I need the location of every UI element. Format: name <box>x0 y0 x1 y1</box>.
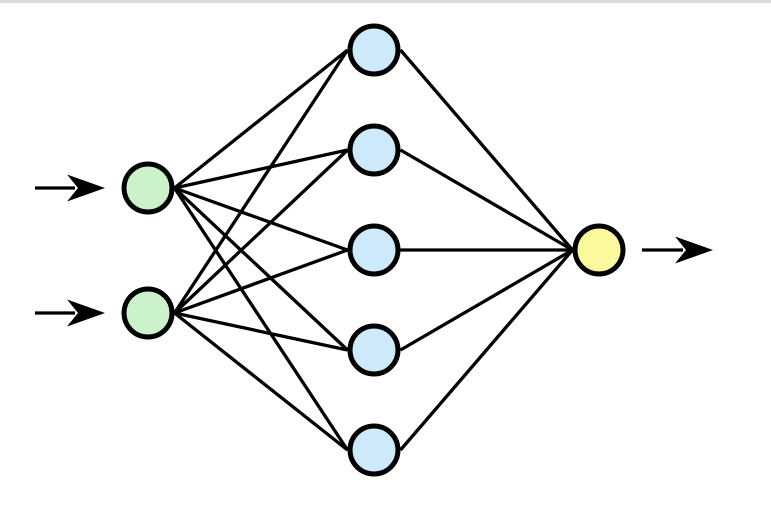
input-arrow-1-head-icon <box>67 174 105 202</box>
input-node-2 <box>121 286 175 340</box>
edge-input2-to-hidden5 <box>173 311 349 452</box>
edge-input2-to-hidden1 <box>173 49 349 314</box>
edge-input1-to-hidden1 <box>173 48 349 190</box>
output-node-1 <box>572 223 626 277</box>
edge-input2-to-hidden4 <box>174 311 348 352</box>
edge-input1-to-hidden4 <box>173 186 349 352</box>
edge-hidden4-to-output1 <box>399 248 574 352</box>
edge-hidden1-to-output1 <box>399 48 574 252</box>
edge-hidden5-to-output1 <box>399 248 574 452</box>
output-arrow-1-head-icon <box>675 236 713 264</box>
edge-hidden2-to-output1 <box>399 148 574 252</box>
edge-input2-to-hidden2 <box>173 148 349 315</box>
edge-input1-to-hidden2 <box>174 148 348 190</box>
hidden-node-4 <box>347 323 401 377</box>
hidden-node-2 <box>347 123 401 177</box>
input-arrow-2-head-icon <box>67 299 105 327</box>
hidden-node-5 <box>347 423 401 477</box>
hidden-node-1 <box>347 23 401 77</box>
top-border-line <box>0 0 771 3</box>
edge-input2-to-hidden3 <box>173 248 349 315</box>
edge-input1-to-hidden3 <box>173 186 349 252</box>
edge-input1-to-hidden5 <box>173 187 349 451</box>
input-node-1 <box>121 161 175 215</box>
hidden-node-3 <box>347 223 401 277</box>
